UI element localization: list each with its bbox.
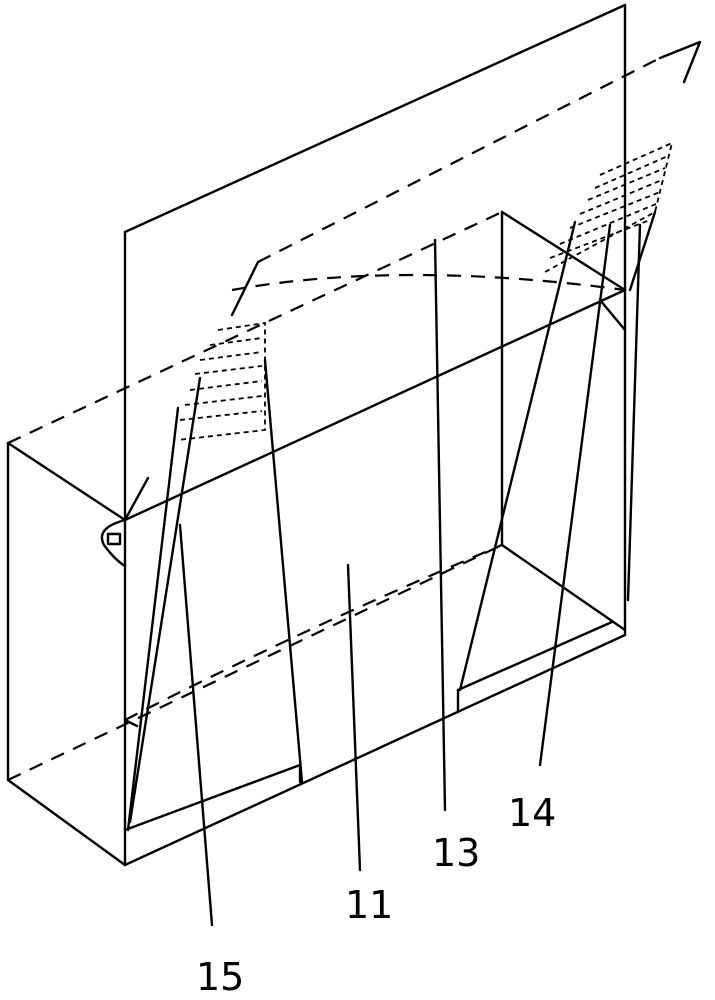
callout-15: 15 <box>196 955 244 999</box>
strut-right-hook <box>600 300 625 330</box>
leader-13 <box>435 240 445 810</box>
tray-right-edge <box>458 622 612 690</box>
callout-13: 13 <box>432 831 480 875</box>
hinge-pin-icon <box>108 534 120 544</box>
hidden-lines <box>8 42 700 780</box>
leader-15 <box>180 525 212 925</box>
box-bottom-left-edge <box>8 780 125 865</box>
strut-right-d <box>540 225 610 765</box>
rotation-arc-upper <box>232 275 625 290</box>
hinge-bracket <box>102 520 125 566</box>
hatch-line <box>195 366 262 374</box>
strut-left-b <box>130 378 200 822</box>
support-struts-left <box>125 360 302 830</box>
callout-11: 11 <box>345 883 393 927</box>
fold-path-line <box>258 58 660 262</box>
hatch-line <box>588 168 665 200</box>
strut-left-a <box>128 408 178 830</box>
leader-11 <box>348 565 360 870</box>
upright-panel <box>125 5 625 520</box>
arrow-head <box>660 42 700 82</box>
hidden-bottom-rear-edge <box>8 545 502 780</box>
hatch-line <box>570 192 660 228</box>
frame-box <box>8 212 625 865</box>
panel-top-edge <box>125 5 625 232</box>
callout-14: 14 <box>508 791 556 835</box>
hatch-line <box>180 411 262 420</box>
hinge-hatch-left <box>178 323 265 440</box>
callout-labels: 11 13 14 15 <box>196 791 556 999</box>
hatch-line <box>190 381 262 390</box>
hatch-outline-left <box>178 323 265 440</box>
hatch-line <box>210 338 262 345</box>
hatch-line <box>200 352 262 360</box>
box-top-left-edge <box>8 443 125 520</box>
hidden-top-rear-edge <box>8 212 502 443</box>
strut-left-c <box>265 360 302 782</box>
